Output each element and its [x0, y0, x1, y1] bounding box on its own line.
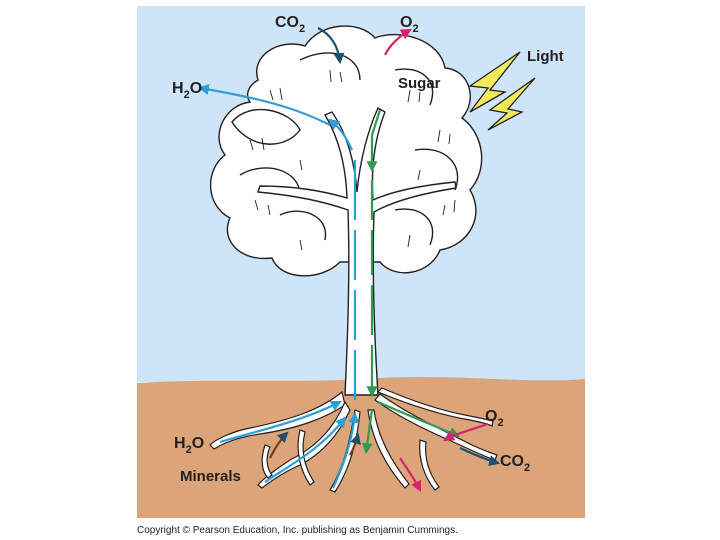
label-light: Light	[527, 48, 564, 65]
water-arrow-trunk-up	[330, 120, 357, 400]
water-arrow-root-in-2	[264, 416, 347, 483]
label-minerals: Minerals	[180, 468, 241, 485]
copyright-text: Copyright © Pearson Education, Inc. publ…	[137, 525, 458, 536]
o2-arrow-root-in	[443, 422, 489, 442]
water-arrow-root-in-1	[219, 401, 342, 444]
oxygen-arrows	[384, 28, 489, 492]
label-o2-root: O2	[485, 408, 504, 429]
label-sugar: Sugar	[398, 75, 441, 92]
water-transport-arrows	[197, 84, 360, 489]
label-h2o-top: H2O	[172, 80, 202, 101]
sugar-arrow-root-1	[361, 409, 374, 455]
co2-arrow-root-out	[459, 447, 501, 466]
label-h2o-root: H2O	[174, 435, 204, 456]
canopy-texture	[249, 69, 456, 251]
soil-background	[137, 377, 585, 518]
o2-arrow-leaf-out	[384, 28, 412, 56]
mineral-arrow-2	[349, 432, 361, 456]
label-co2-top: CO2	[275, 14, 305, 35]
label-co2-root: CO2	[500, 453, 530, 474]
water-arrow-root-in-3	[332, 411, 360, 489]
co2-arrow-leaf-in	[317, 27, 345, 65]
o2-arrow-root-in-2	[399, 457, 421, 492]
label-o2-top: O2	[400, 14, 419, 35]
sugar-arrow-canopy-down	[366, 109, 382, 173]
tree-trunk	[257, 107, 457, 396]
light-bolt-icon	[468, 51, 536, 131]
mineral-arrow-1	[269, 431, 289, 459]
co2-arrows	[269, 27, 501, 466]
